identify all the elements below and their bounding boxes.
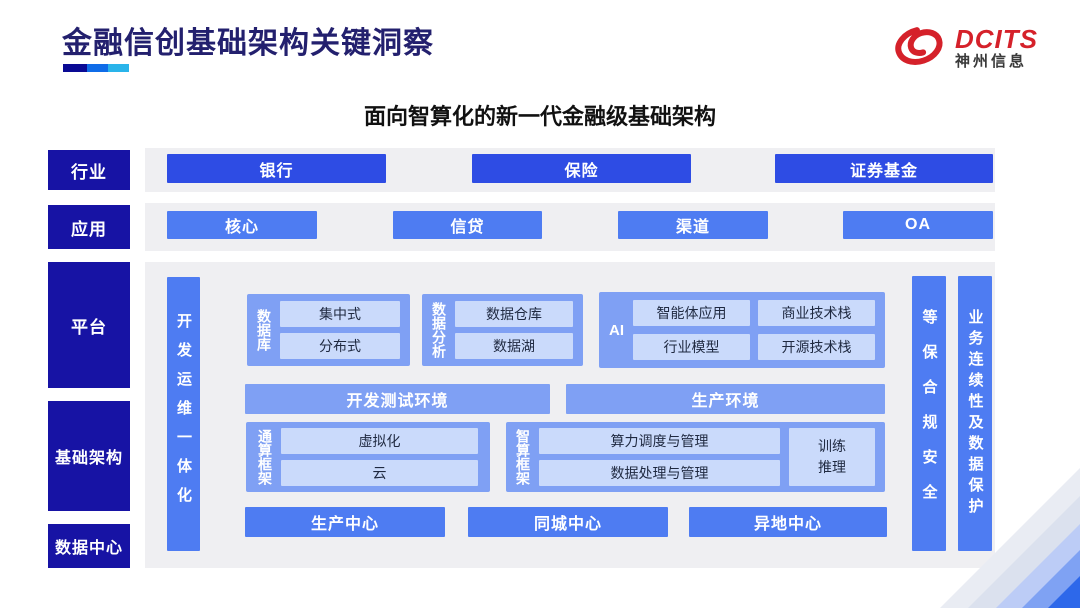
database-item-centralized: 集中式 (280, 301, 400, 327)
ai-item-commercial-stack: 商业技术栈 (758, 300, 875, 326)
ai-group: AI 智能体应用 商业技术栈 行业模型 开源技术栈 (599, 292, 885, 368)
ai-item-industry-model: 行业模型 (633, 334, 750, 360)
diagram-subtitle: 面向智算化的新一代金融级基础架构 (363, 104, 716, 129)
layer-label-datacenter: 数据中心 (48, 524, 130, 568)
center-remote: 异地中心 (689, 507, 887, 537)
business-continuity-vertical-bar: 业务连续性及数据保护 (958, 276, 992, 551)
center-production: 生产中心 (245, 507, 445, 537)
framework-item-cloud: 云 (281, 460, 478, 486)
database-group: 数据库 集中式 分布式 (247, 294, 410, 366)
analytics-item-lake: 数据湖 (455, 333, 573, 359)
layer-label-platform: 平台 (48, 262, 130, 388)
center-same-city: 同城中心 (468, 507, 668, 537)
company-logo: DCITS 神州信息 (893, 16, 1053, 80)
production-environment-bar: 生产环境 (566, 384, 885, 414)
analytics-group: 数据分析 数据仓库 数据湖 (422, 294, 583, 366)
framework-item-compute-scheduling: 算力调度与管理 (539, 428, 780, 454)
industry-item-securities: 证券基金 (775, 154, 993, 183)
dev-test-environment-bar: 开发测试环境 (245, 384, 550, 414)
security-compliance-vertical-bar: 等保合规安全 (912, 276, 946, 551)
application-item-oa: OA (843, 211, 993, 239)
framework-item-training-inference: 训练推理 (789, 428, 875, 486)
application-item-channel: 渠道 (618, 211, 768, 239)
logo-brand-text: DCITS (955, 24, 1038, 55)
framework-item-data-processing: 数据处理与管理 (539, 460, 780, 486)
general-framework-group: 通算框架 虚拟化 云 (246, 422, 490, 492)
accent-segment-light (108, 64, 129, 72)
dcits-swirl-icon (893, 24, 947, 73)
title-accent-bar (63, 64, 129, 72)
industry-item-bank: 银行 (167, 154, 386, 183)
layer-label-application: 应用 (48, 205, 130, 249)
layer-label-infrastructure: 基础架构 (48, 401, 130, 511)
framework-item-virtualization: 虚拟化 (281, 428, 478, 454)
application-item-core: 核心 (167, 211, 317, 239)
devops-vertical-bar: 开发运维一体化 (167, 277, 200, 551)
intelligent-framework-group: 智算框架 算力调度与管理 数据处理与管理 训练推理 (506, 422, 885, 492)
analytics-group-label: 数据分析 (431, 302, 447, 358)
industry-item-insurance: 保险 (472, 154, 691, 183)
page-title: 金融信创基础架构关键洞察 (62, 27, 434, 60)
application-item-credit: 信贷 (393, 211, 542, 239)
layer-label-industry: 行业 (48, 150, 130, 190)
database-group-label: 数据库 (256, 309, 272, 351)
accent-segment-dark (63, 64, 87, 72)
logo-company-text: 神州信息 (955, 52, 1028, 70)
ai-item-opensource-stack: 开源技术栈 (758, 334, 875, 360)
ai-group-label: AI (609, 321, 624, 339)
accent-segment-mid (87, 64, 108, 72)
general-framework-label: 通算框架 (257, 429, 273, 485)
database-item-distributed: 分布式 (280, 333, 400, 359)
analytics-item-warehouse: 数据仓库 (455, 301, 573, 327)
intelligent-framework-label: 智算框架 (515, 429, 531, 485)
ai-item-agent-app: 智能体应用 (633, 300, 750, 326)
